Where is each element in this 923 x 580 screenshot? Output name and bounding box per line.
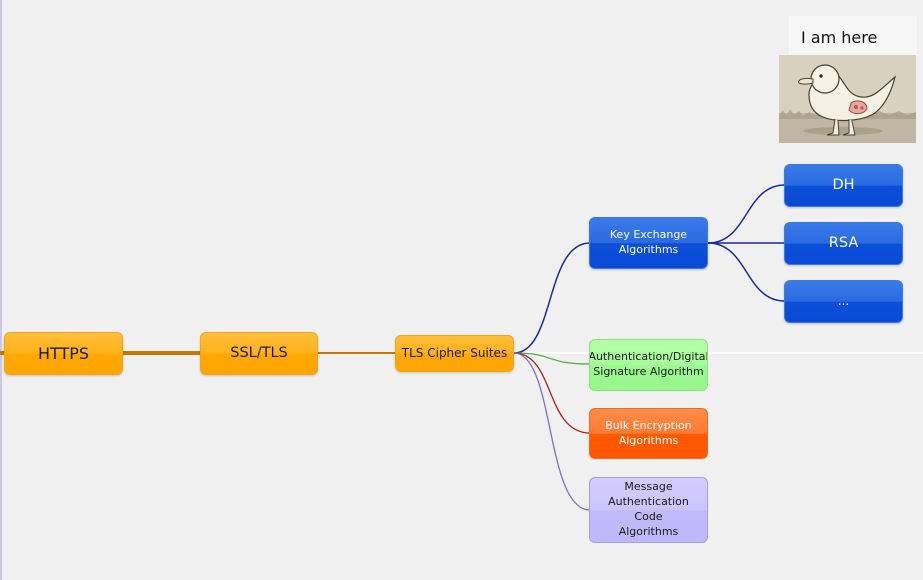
node-https-label: HTTPS — [37, 343, 90, 363]
canvas-left-border — [0, 0, 2, 580]
node-dh[interactable]: DH — [784, 164, 903, 207]
connector-key-exchange — [513, 242, 591, 354]
duck-illustration-icon — [779, 55, 916, 143]
node-bulk-encryption-line-1: Bulk Encryption — [605, 418, 692, 432]
node-rsa[interactable]: RSA — [784, 222, 903, 265]
node-https[interactable]: HTTPS — [4, 332, 123, 375]
node-key-exchange-line-1: Key Exchange — [609, 228, 688, 242]
node-authentication-line-2: Signature Algorithm — [593, 365, 704, 378]
node-more[interactable]: ... — [784, 280, 903, 323]
node-mac[interactable]: Message Authentication Code Algorithms — [589, 477, 708, 543]
node-bulk-encryption[interactable]: Bulk Encryption Algorithms — [589, 408, 708, 459]
connector-dh — [707, 184, 786, 244]
node-key-exchange[interactable]: Key Exchange Algorithms — [589, 217, 708, 269]
node-more-label: ... — [837, 294, 850, 309]
connector-more — [707, 242, 786, 302]
node-mac-line-2: Authentication Code — [608, 495, 689, 523]
position-marker-label: I am here — [789, 16, 917, 56]
node-bulk-encryption-line-2: Algorithms — [618, 433, 679, 447]
connector-mac — [513, 352, 591, 511]
connector-bulk-encryption — [513, 352, 591, 434]
node-key-exchange-line-2: Algorithms — [618, 243, 679, 256]
node-rsa-label: RSA — [828, 234, 859, 251]
node-tls-cipher-suites-label: TLS Cipher Suites — [401, 346, 508, 361]
node-ssl-tls[interactable]: SSL/TLS — [200, 332, 318, 375]
node-tls-cipher-suites[interactable]: TLS Cipher Suites — [395, 335, 514, 372]
node-mac-line-1: Message — [624, 480, 673, 494]
node-authentication[interactable]: Authentication/Digital Signature Algorit… — [589, 339, 708, 391]
node-authentication-line-1: Authentication/Digital — [589, 350, 708, 364]
node-dh-label: DH — [832, 176, 855, 193]
connector-authentication — [513, 352, 591, 365]
node-mac-line-3: Algorithms — [618, 524, 679, 538]
node-ssl-tls-label: SSL/TLS — [230, 344, 288, 361]
